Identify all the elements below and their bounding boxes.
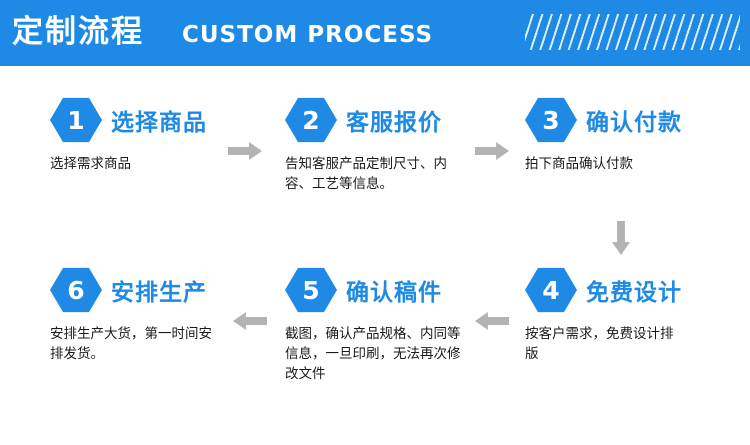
arrow-step3-to-step4-icon (612, 221, 630, 255)
step-6: 6 安排生产 安排生产大货，第一时间安排发货。 (50, 266, 260, 364)
step-2-title: 客服报价 (346, 110, 442, 136)
page-title-cn: 定制流程 (12, 14, 144, 50)
step-number-badge-icon: 6 (50, 267, 102, 313)
step-3-header: 3 确认付款 (525, 96, 735, 144)
step-3-description: 拍下商品确认付款 (525, 156, 633, 172)
page-header: 定制流程 CUSTOM PROCESS (0, 0, 750, 66)
step-3: 3 确认付款 拍下商品确认付款 (525, 96, 735, 174)
step-number-badge-icon: 4 (525, 267, 577, 313)
step-number-badge-icon: 2 (285, 97, 337, 143)
step-5: 5 确认稿件 截图，确认产品规格、内同等信息，一旦印刷，无法再次修改文件 (285, 266, 495, 384)
step-4-number: 4 (542, 275, 560, 305)
step-2: 2 客服报价 告知客服产品定制尺寸、内容、工艺等信息。 (285, 96, 495, 194)
step-1-header: 1 选择商品 (50, 96, 260, 144)
step-number-badge-icon: 3 (525, 97, 577, 143)
step-2-description: 告知客服产品定制尺寸、内容、工艺等信息。 (285, 156, 447, 192)
step-6-title: 安排生产 (111, 280, 207, 306)
step-5-header: 5 确认稿件 (285, 266, 495, 314)
step-3-title: 确认付款 (586, 110, 682, 136)
step-1-title: 选择商品 (111, 110, 207, 136)
step-4-title: 免费设计 (586, 280, 682, 306)
page-title-en: CUSTOM PROCESS (182, 22, 434, 48)
step-6-description: 安排生产大货，第一时间安排发货。 (50, 326, 212, 362)
diagonal-stripes-decoration (525, 14, 740, 50)
step-1-description: 选择需求商品 (50, 156, 131, 172)
step-number-badge-icon: 5 (285, 267, 337, 313)
step-6-header: 6 安排生产 (50, 266, 260, 314)
step-5-number: 5 (302, 275, 320, 305)
step-number-badge-icon: 1 (50, 97, 102, 143)
step-4-description: 按客户需求，免费设计排版 (525, 326, 674, 362)
step-5-description: 截图，确认产品规格、内同等信息，一旦印刷，无法再次修改文件 (285, 326, 461, 382)
step-1: 1 选择商品 选择需求商品 (50, 96, 260, 174)
step-4: 4 免费设计 按客户需求，免费设计排版 (525, 266, 735, 364)
step-5-title: 确认稿件 (346, 280, 442, 306)
step-2-header: 2 客服报价 (285, 96, 495, 144)
step-3-number: 3 (542, 105, 560, 135)
step-2-number: 2 (302, 105, 320, 135)
step-1-number: 1 (67, 105, 85, 135)
process-steps: 1 选择商品 选择需求商品 2 客服报价 告知客服产品定制尺寸、内容、工艺等信息… (0, 66, 750, 445)
step-6-number: 6 (67, 275, 85, 305)
step-4-header: 4 免费设计 (525, 266, 735, 314)
